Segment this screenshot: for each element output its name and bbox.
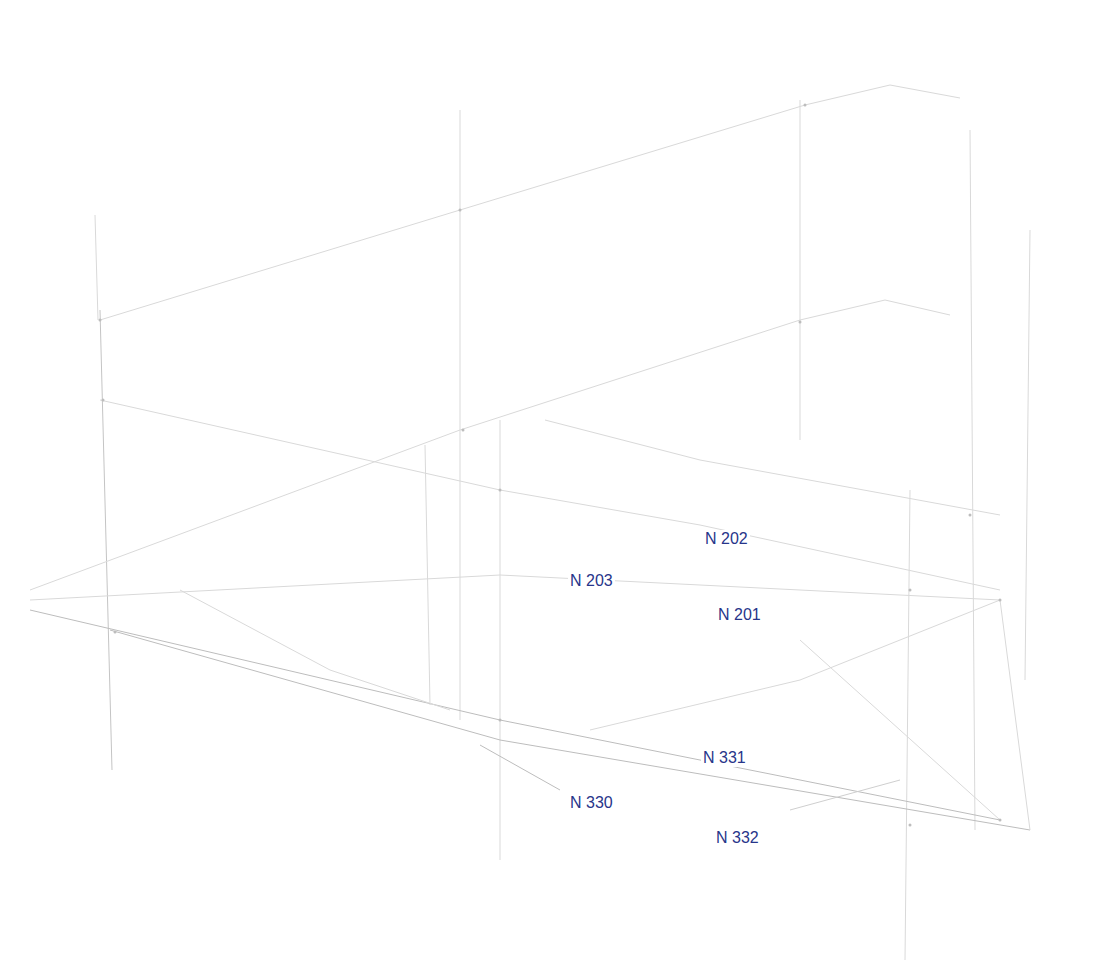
member <box>1000 600 1030 830</box>
member <box>30 300 950 590</box>
joint <box>999 599 1002 602</box>
member <box>905 490 910 960</box>
joint <box>969 514 972 517</box>
member <box>30 575 1000 600</box>
joint <box>99 319 102 322</box>
node-number: N 202 <box>703 530 750 548</box>
member <box>480 745 560 790</box>
member <box>790 780 900 810</box>
node-number: N 330 <box>568 794 615 812</box>
member <box>970 130 975 830</box>
member <box>95 215 98 320</box>
joint <box>999 819 1002 822</box>
member <box>110 630 1030 830</box>
node-number: N 332 <box>714 829 761 847</box>
joint <box>909 824 912 827</box>
member <box>100 400 1000 590</box>
node-number: N 201 <box>716 606 763 624</box>
member <box>100 85 960 320</box>
node-number: N 203 <box>568 572 615 590</box>
member <box>460 110 461 720</box>
member <box>180 590 450 710</box>
member <box>800 100 801 440</box>
member <box>500 420 501 860</box>
joint <box>799 321 802 324</box>
joint <box>114 631 117 634</box>
joint <box>909 589 912 592</box>
member <box>30 610 1000 820</box>
node-number: N 331 <box>701 749 748 767</box>
member <box>1025 230 1030 680</box>
frame-members <box>30 85 1030 960</box>
joint <box>102 399 105 402</box>
joint <box>804 104 807 107</box>
member <box>100 310 112 770</box>
frame-joints <box>99 104 1002 827</box>
member <box>800 640 1000 820</box>
joint <box>499 489 502 492</box>
member <box>590 600 1000 730</box>
joint <box>499 719 502 722</box>
joint <box>462 429 465 432</box>
member <box>425 445 430 705</box>
member <box>545 420 1000 515</box>
joint <box>459 209 462 212</box>
